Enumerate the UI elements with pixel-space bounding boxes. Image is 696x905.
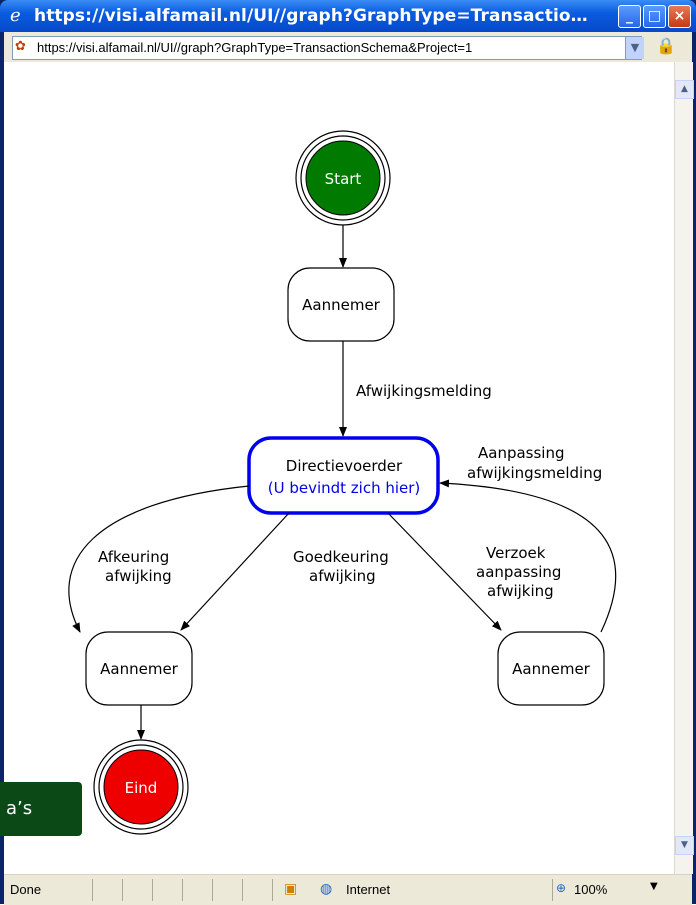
edge-aanpassing (439, 479, 617, 633)
edge-verzoek-label-1: Verzoek (486, 544, 546, 562)
directievoerder-node[interactable]: Directievoerder (U bevindt zich hier) (247, 436, 440, 515)
status-separator (272, 879, 273, 901)
address-bar: ✿ https://visi.alfamail.nl/UI//graph?Gra… (4, 32, 692, 62)
status-separator (242, 879, 243, 901)
edge-afkeuring-label-2: afwijking (105, 567, 172, 585)
edge-aanpassing-label-2: afwijkingsmelding (467, 464, 602, 482)
edge-verzoek-label-3: afwijking (487, 582, 554, 600)
edge-afkeuring (68, 485, 250, 633)
status-text: Done (10, 882, 42, 897)
zoom-dropdown-icon[interactable]: ▼ (650, 881, 658, 892)
eind-label: Eind (125, 779, 158, 797)
address-url[interactable]: https://visi.alfamail.nl/UI//graph?Graph… (37, 40, 473, 55)
status-separator (552, 879, 553, 901)
aannemer-left-node[interactable]: Aannemer (85, 631, 193, 706)
edge-goedkeuring-label-2: afwijking (309, 567, 376, 585)
status-separator (122, 879, 123, 901)
edge-afwijkingsmelding-label: Afwijkingsmelding (356, 382, 492, 400)
title-bar[interactable]: e https://visi.alfamail.nl/UI//graph?Gra… (0, 0, 696, 32)
page-content: Start Aannemer Afwijkingsmelding Directi… (4, 62, 674, 874)
zoom-level[interactable]: 100% (574, 882, 608, 897)
start-label: Start (325, 170, 362, 188)
address-dropdown-button[interactable]: ▼ (625, 37, 644, 59)
eind-node[interactable]: Eind (93, 739, 189, 835)
edge-goedkeuring (180, 512, 290, 631)
edge-verzoek-label-2: aanpassing (476, 563, 561, 581)
edge-afkeuring-label-1: Afkeuring (98, 548, 169, 566)
internet-zone-icon: ◍ (320, 881, 333, 897)
security-zone-label[interactable]: Internet (346, 882, 391, 897)
ie-logo-icon: e (10, 5, 21, 26)
transaction-schema-graph: Start Aannemer Afwijkingsmelding Directi… (68, 130, 617, 835)
close-button[interactable]: × (668, 5, 691, 28)
vertical-scrollbar[interactable]: ▲ ▼ (674, 62, 694, 874)
maximize-button[interactable]: □ (643, 5, 666, 28)
start-node[interactable]: Start (295, 130, 391, 226)
aannemer-right-node[interactable]: Aannemer (497, 631, 605, 706)
status-separator (182, 879, 183, 901)
site-icon: ✿ (15, 39, 26, 54)
status-separator (212, 879, 213, 901)
minimize-button[interactable]: _ (618, 5, 641, 28)
edge-goedkeuring-label-1: Goedkeuring (293, 548, 389, 566)
scroll-down-button[interactable]: ▼ (675, 836, 694, 855)
window-title: https://visi.alfamail.nl/UI//graph?Graph… (34, 6, 588, 26)
edge-aanpassing-label-1: Aanpassing (478, 444, 565, 462)
aannemer-left-label: Aannemer (100, 660, 179, 678)
aannemer-top-label: Aannemer (302, 296, 381, 314)
status-separator (152, 879, 153, 901)
status-separator (92, 879, 93, 901)
status-bar: Done ▣ ◍ Internet ⊕ 100% ▼ (4, 874, 692, 905)
overlay-tab[interactable]: a’s (0, 782, 82, 836)
lock-icon[interactable]: 🔒 (656, 36, 676, 55)
scroll-up-button[interactable]: ▲ (675, 80, 694, 99)
current-location-label: (U bevindt zich hier) (268, 479, 421, 497)
popup-blocker-icon[interactable]: ▣ (284, 881, 298, 897)
zoom-icon: ⊕ (556, 881, 567, 895)
edge-verzoek (387, 512, 502, 631)
aannemer-right-label: Aannemer (512, 660, 591, 678)
aannemer-top-node[interactable]: Aannemer (287, 267, 395, 342)
address-field[interactable]: ✿ https://visi.alfamail.nl/UI//graph?Gra… (12, 36, 644, 60)
directievoerder-label: Directievoerder (286, 457, 403, 475)
